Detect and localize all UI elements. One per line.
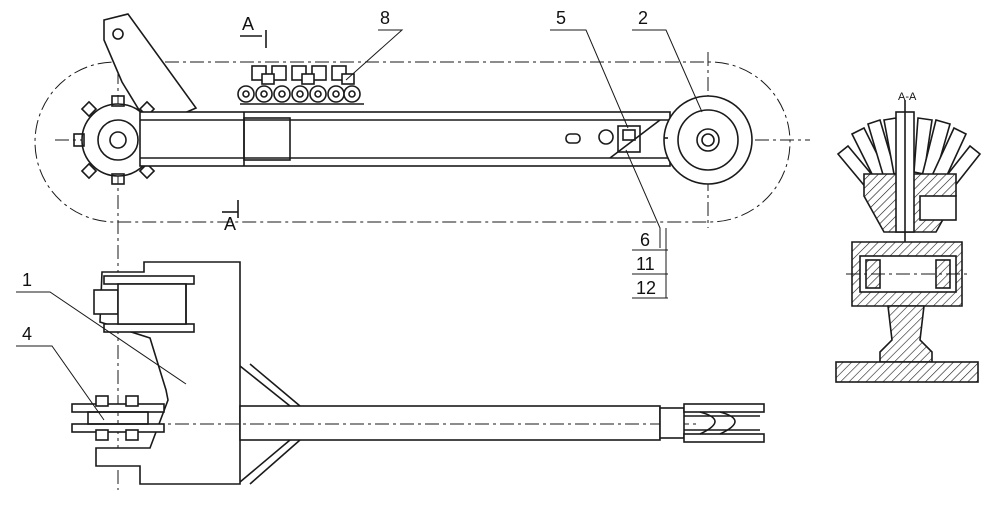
section-label-top: A — [242, 14, 254, 34]
section-cut-marker-top: A — [240, 14, 267, 48]
leader-6 — [625, 149, 661, 248]
chain-path-outline — [34, 61, 791, 223]
adjust-slot — [565, 133, 581, 144]
leader-8 — [345, 29, 404, 81]
callout-1: 1 — [22, 270, 32, 290]
callout-8: 8 — [380, 8, 390, 28]
section-a-a-view: A-A — [835, 91, 982, 383]
plan-beam — [239, 405, 661, 441]
adjust-hole — [598, 129, 614, 145]
front-view: A A 8 5 2 6 11 12 — [34, 8, 810, 490]
upper-clevis — [93, 275, 195, 333]
leader-2 — [632, 29, 703, 113]
idler-wheel — [663, 95, 753, 185]
section-cut-marker-bottom: A — [222, 200, 239, 234]
callout-11: 11 — [636, 254, 655, 274]
leader-4 — [16, 345, 105, 421]
tensioner-block — [609, 119, 661, 159]
idler-end-plan — [659, 403, 765, 443]
arm-pivot-hole — [112, 28, 124, 40]
strut-lower — [239, 439, 291, 483]
callout-6: 6 — [640, 230, 650, 250]
callout-2: 2 — [638, 8, 648, 28]
callout-5: 5 — [556, 8, 566, 28]
callout-12: 12 — [636, 278, 656, 298]
callout-4: 4 — [22, 324, 32, 344]
leader-1 — [16, 291, 187, 385]
section-label-bottom: A — [224, 214, 236, 234]
plan-view: 1 4 — [16, 261, 765, 485]
base-plate — [835, 361, 979, 383]
strut-upper — [239, 365, 291, 407]
main-beam — [139, 111, 671, 167]
hub-nut — [919, 195, 957, 221]
sprocket-plan — [71, 395, 165, 441]
leader-5 — [550, 29, 629, 129]
support-stem — [879, 305, 933, 363]
section-title: A-A — [898, 91, 917, 103]
finger-chain-links — [237, 65, 364, 105]
